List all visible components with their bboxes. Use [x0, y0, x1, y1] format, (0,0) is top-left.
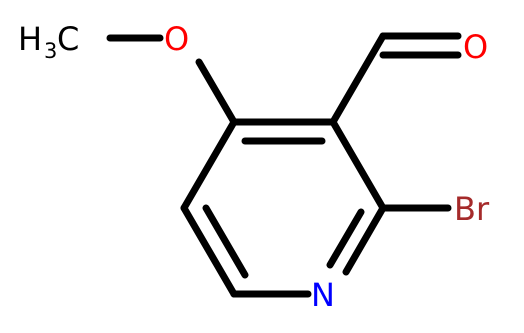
bond-c3-c2 [329, 118, 387, 212]
bromine-label: Br [454, 190, 490, 228]
bond-oxygen-c4 [195, 58, 238, 126]
nitrogen-label: N [311, 276, 335, 314]
carbonyl-oxygen-label: O [463, 28, 488, 66]
bond-c2-n [342, 204, 387, 276]
atom-labels: H 3 C O O Br N [18, 20, 490, 314]
bond-c6-c5-inner [202, 204, 249, 279]
bond-c2-n-inner [326, 208, 365, 269]
bond-c3-aldehyde [329, 32, 387, 126]
methyl-h-label: H [18, 20, 42, 58]
bonds [106, 32, 462, 298]
bond-c6-c5 [180, 204, 238, 298]
methyl-c-label: C [57, 20, 79, 58]
ether-oxygen-label: O [164, 20, 189, 58]
bond-c5-c4 [180, 118, 238, 212]
methyl-subscript-label: 3 [44, 39, 57, 63]
